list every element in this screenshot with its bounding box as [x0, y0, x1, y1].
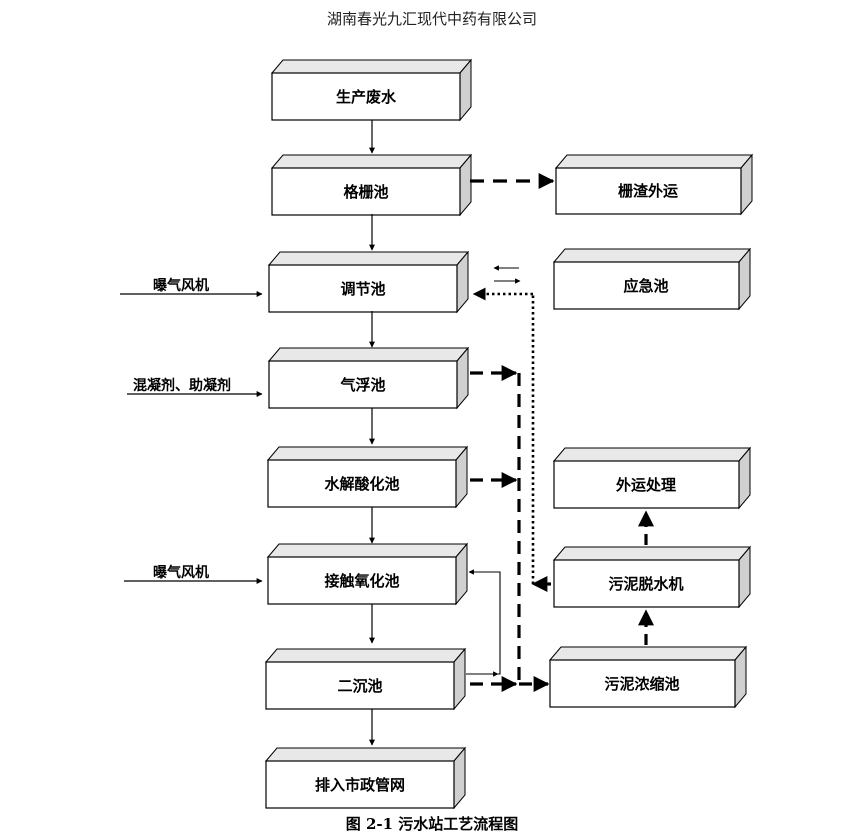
- box-oxidation: 接触氧化池: [266, 542, 469, 606]
- box-label-oxidation: 接触氧化池: [324, 572, 399, 590]
- sludge-dewatering-label: 污泥脱水机: [608, 575, 683, 593]
- box-label-clarifier: 二沉池: [337, 677, 382, 695]
- box-hydrolysis: 水解酸化池: [266, 445, 469, 509]
- emergency-pool-box: 应急池: [552, 247, 752, 311]
- box-label-screen: 格栅池: [343, 183, 388, 201]
- box-wastewater: 生产废水: [270, 58, 473, 122]
- sludge-dewatering-box: 污泥脱水机: [552, 545, 752, 609]
- sludge-process-arrows: [531, 510, 654, 645]
- box-equalization: 调节池: [267, 250, 470, 314]
- aeration-fan-label-2: 曝气风机: [153, 564, 209, 581]
- sludge-thickening-label: 污泥浓缩池: [604, 675, 679, 693]
- figure-caption: 图 2-1 污水站工艺流程图: [346, 815, 519, 833]
- box-label-hydrolysis: 水解酸化池: [324, 475, 399, 493]
- box-flotation: 气浮池: [267, 346, 470, 410]
- box-discharge: 排入市政管网: [264, 746, 467, 810]
- coagulant-label: 混凝剂、助凝剂: [133, 377, 231, 394]
- filtrate-return-dotted: [472, 287, 535, 584]
- box-label-equalization: 调节池: [340, 280, 385, 298]
- box-clarifier: 二沉池: [264, 647, 467, 711]
- emergency-pool-label: 应急池: [623, 277, 668, 295]
- return-sludge-loop: [466, 569, 501, 677]
- emergency-pool-arrows: [493, 265, 521, 284]
- box-label-flotation: 气浮池: [339, 376, 385, 394]
- input-arrows: [120, 291, 263, 584]
- screen-residue-box: 栅渣外运: [554, 153, 754, 216]
- box-label-wastewater: 生产废水: [336, 88, 397, 106]
- company-header: 湖南春光九汇现代中药有限公司: [327, 10, 537, 28]
- sludge-thickening-box: 污泥浓缩池: [548, 645, 748, 709]
- box-label-discharge: 排入市政管网: [315, 776, 405, 794]
- aeration-fan-label-1: 曝气风机: [153, 277, 209, 294]
- outside-disposal-box: 外运处理: [552, 446, 752, 510]
- screen-residue-label: 栅渣外运: [618, 182, 678, 200]
- outside-disposal-label: 外运处理: [615, 476, 676, 494]
- sludge-dashed-lines: [470, 365, 550, 692]
- box-screen: 格栅池: [270, 153, 473, 217]
